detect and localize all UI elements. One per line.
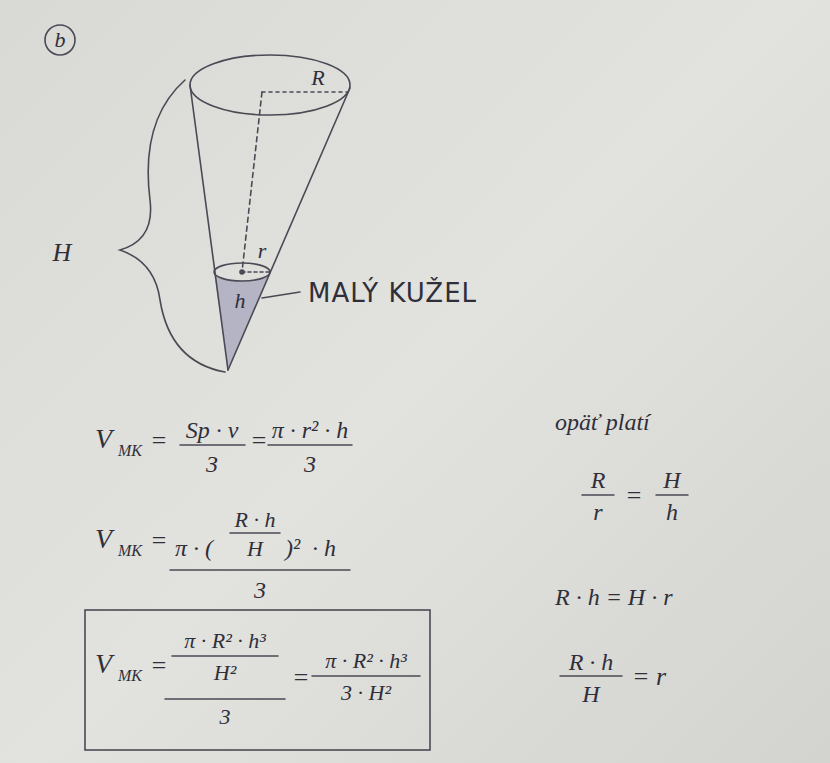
formula-text: r (593, 500, 602, 524)
formula-text: R · h (235, 509, 276, 531)
formula-text: π · ( (175, 536, 213, 560)
dimension-label: H (53, 240, 72, 266)
formula-text: V (95, 525, 112, 553)
formula-text: H (663, 468, 680, 492)
fraction-bars (165, 445, 688, 699)
small-radius-line (242, 271, 270, 273)
formula-text: π · R² · h³ (184, 630, 266, 652)
formula-text: = (150, 528, 168, 554)
formula-text: opäť platí (555, 410, 650, 434)
dimension-label: b (55, 29, 66, 51)
dimension-label: h (235, 290, 246, 312)
radius-line (262, 91, 348, 93)
formula-text: MK (118, 443, 142, 459)
formula-text: = (150, 653, 168, 679)
cone-edge (190, 85, 228, 370)
formula-text: )² (285, 536, 300, 560)
formula-text: V (95, 425, 112, 453)
formula-text: MK (118, 543, 142, 559)
dimension-label: R (311, 67, 324, 89)
formula-text: H (247, 538, 263, 560)
height-brace (120, 80, 225, 372)
circle-mark (45, 25, 75, 55)
formula-text: H (582, 682, 599, 706)
formula-text: 3 · H² (341, 682, 391, 704)
formula-text: 3 (254, 578, 266, 602)
formula-text: R · h = H · r (555, 585, 673, 609)
formula-text: 3 (304, 452, 316, 476)
formula-text: π · r² · h (272, 418, 349, 442)
formula-text: MK (118, 668, 142, 684)
result-box (85, 610, 430, 750)
cone-edge (228, 88, 350, 370)
cone-base (190, 55, 350, 115)
dimension-label: r (258, 240, 267, 262)
formula-text: = (150, 428, 168, 454)
formula-text: π · R² · h³ (325, 650, 407, 672)
formula-text: 3 (206, 452, 218, 476)
formula-text: = r (632, 664, 666, 690)
formula-text: R (591, 468, 606, 492)
formula-text: · h (312, 536, 336, 560)
formula-text: h (666, 500, 678, 524)
formula-text: Sp · v (186, 418, 239, 442)
formula-text: H² (214, 662, 236, 684)
formula-text: R · h (569, 650, 614, 674)
formula-text: = (250, 428, 268, 454)
leader-line (262, 292, 300, 298)
formula-text: V (95, 650, 112, 678)
part-label: MALÝ KUŽEL (308, 280, 477, 306)
formula-text: = (292, 665, 310, 691)
formula-text: = (625, 483, 643, 509)
center-dot (240, 270, 244, 274)
small-cone-shading (214, 272, 270, 370)
formula-text: 3 (220, 706, 231, 728)
small-cone-base (214, 263, 270, 281)
